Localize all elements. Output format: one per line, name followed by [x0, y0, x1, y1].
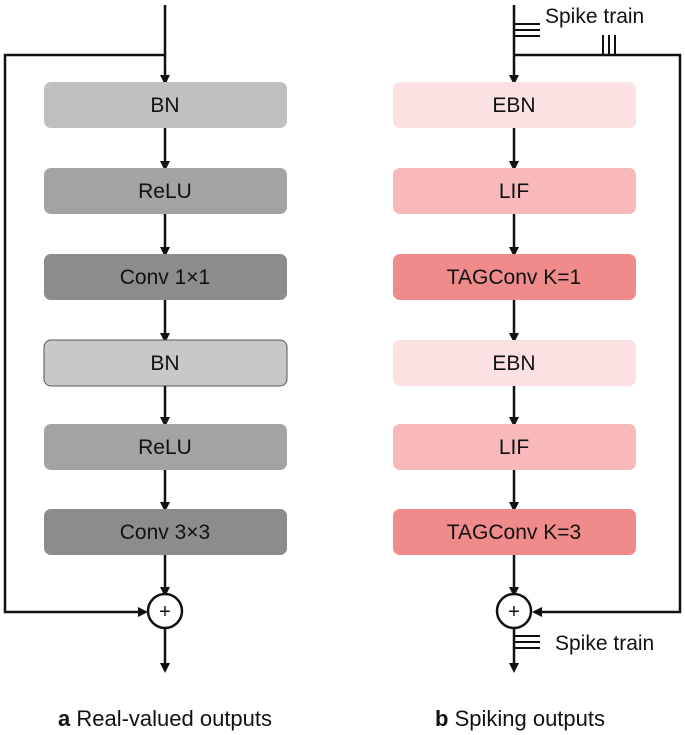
block-ebn-2 — [393, 340, 636, 386]
block-tagconv-k1-label: TAGConv K=1 — [447, 266, 581, 289]
block-ebn-1-label: EBN — [492, 94, 535, 117]
block-tagconv-k3-label: TAGConv K=3 — [447, 521, 581, 544]
block-ebn-2-label: EBN — [492, 352, 535, 375]
spike-train-output-label: Spike train — [555, 632, 654, 655]
block-conv3x3 — [44, 509, 287, 555]
block-lif-1-label: LIF — [499, 180, 529, 203]
block-conv3x3-label: Conv 3×3 — [120, 521, 210, 544]
block-lif-1 — [393, 168, 636, 214]
sum-symbol-a: + — [159, 601, 171, 623]
block-conv1x1 — [44, 254, 287, 300]
block-lif-2-label: LIF — [499, 436, 529, 459]
block-bn-1-label: BN — [150, 94, 179, 117]
skip-connection — [3, 53, 165, 617]
block-ebn-1 — [393, 82, 636, 128]
sum-symbol-b: + — [508, 601, 520, 623]
block-tagconv-k3 — [393, 509, 636, 555]
block-relu-2-label: ReLU — [138, 436, 192, 459]
block-conv1x1-label: Conv 1×1 — [120, 266, 210, 289]
block-bn-2-label: BN — [150, 352, 179, 375]
caption-a: a Real-valued outputs — [58, 706, 272, 731]
panel-b: Spike train EBN LIF TAGConv K=1 EBN LIF … — [393, 5, 682, 731]
spike-train-icon — [602, 35, 616, 55]
block-relu-2 — [44, 424, 287, 470]
spike-train-icon — [514, 23, 540, 37]
block-tagconv-k1 — [393, 254, 636, 300]
skip-connection — [514, 53, 682, 617]
block-lif-2 — [393, 424, 636, 470]
block-bn-1 — [44, 82, 287, 128]
spike-train-input-label: Spike train — [545, 5, 644, 28]
spike-train-icon — [514, 635, 540, 649]
caption-b: b Spiking outputs — [435, 706, 605, 731]
block-relu-1 — [44, 168, 287, 214]
panel-a: BN ReLU Conv 1×1 BN ReLU Conv 3×3 + a Re… — [3, 5, 288, 731]
block-relu-1-label: ReLU — [138, 180, 192, 203]
